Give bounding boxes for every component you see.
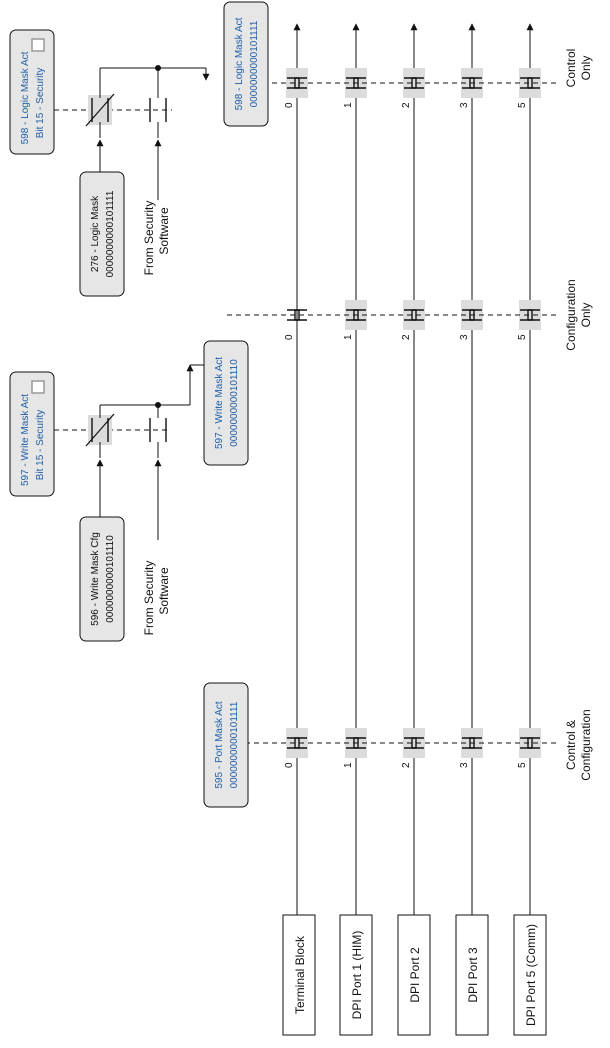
svg-text:5: 5 <box>517 102 528 108</box>
logic-security-circuit <box>54 67 210 200</box>
junction-dot <box>155 402 161 408</box>
svg-text:Control &: Control & <box>564 720 578 770</box>
svg-text:5: 5 <box>517 762 528 768</box>
svg-text:1: 1 <box>343 102 354 108</box>
port-box-terminal-block: Terminal Block <box>282 914 316 1036</box>
logic-security-bit-box: 598 - Logic Mask Act Bit 15 - Security <box>9 29 55 155</box>
svg-text:5: 5 <box>517 334 528 340</box>
section-label-control-only: Control Only <box>564 49 593 88</box>
svg-text:Only: Only <box>579 303 593 328</box>
logic-mask-box: 276 - Logic Mask 0000000000101111 <box>79 171 125 297</box>
write-mask-cfg-box: 596 - Write Mask Cfg 0000000000101110 <box>79 516 125 642</box>
svg-text:Configuration: Configuration <box>564 279 578 350</box>
svg-text:From Security: From Security <box>142 561 156 636</box>
port-label: DPI Port 2 <box>408 947 422 1003</box>
svg-text:3: 3 <box>459 334 470 340</box>
junction-dot <box>155 65 161 71</box>
svg-text:0: 0 <box>284 334 295 340</box>
svg-text:Bit 15 - Security: Bit 15 - Security <box>35 410 46 481</box>
svg-text:Only: Only <box>579 56 593 81</box>
svg-text:3: 3 <box>459 102 470 108</box>
svg-text:1: 1 <box>343 762 354 768</box>
svg-text:0000000000101111: 0000000000101111 <box>249 20 260 107</box>
from-security-software-label: From Security Software <box>142 561 171 636</box>
port-box-dpi-port-2: DPI Port 2 <box>397 914 431 1036</box>
port-label: DPI Port 3 <box>466 947 480 1003</box>
svg-text:3: 3 <box>459 762 470 768</box>
svg-text:0: 0 <box>284 762 295 768</box>
svg-text:Configuration: Configuration <box>579 709 593 780</box>
svg-text:Control: Control <box>564 49 578 88</box>
port-label: DPI Port 1 (HIM) <box>350 931 364 1020</box>
svg-text:Bit 15 - Security: Bit 15 - Security <box>35 68 46 139</box>
svg-text:276 - Logic Mask: 276 - Logic Mask <box>90 195 101 272</box>
svg-text:597 - Write Mask Act: 597 - Write Mask Act <box>20 394 31 486</box>
svg-text:0000000000101111: 0000000000101111 <box>229 701 240 788</box>
svg-text:597 - Write Mask Act: 597 - Write Mask Act <box>214 357 225 449</box>
svg-text:0000000000101111: 0000000000101111 <box>105 190 116 277</box>
from-security-software-label: From Security Software <box>142 201 171 276</box>
svg-text:596 - Write Mask Cfg: 596 - Write Mask Cfg <box>90 532 101 626</box>
port-box-dpi-port-1: DPI Port 1 (HIM) <box>339 914 373 1036</box>
svg-text:1: 1 <box>343 334 354 340</box>
port-mask-act-box: 595 - Port Mask Act 0000000000101111 <box>203 682 249 808</box>
write-security-circuit <box>54 364 204 540</box>
svg-text:0000000000101110: 0000000000101110 <box>229 359 240 447</box>
dashed-actuation-lines <box>227 82 560 744</box>
svg-text:595 - Port Mask Act: 595 - Port Mask Act <box>214 701 225 788</box>
svg-text:From Security: From Security <box>142 201 156 276</box>
section-label-config-only: Configuration Only <box>564 279 593 350</box>
write-mask-act-box: 597 - Write Mask Act 0000000000101110 <box>203 340 249 466</box>
port-lines <box>293 23 534 915</box>
svg-text:598 - Logic Mask Act: 598 - Logic Mask Act <box>234 17 245 110</box>
port-label: Terminal Block <box>293 935 307 1014</box>
port-box-dpi-port-5: DPI Port 5 (Comm) <box>513 914 547 1036</box>
checkbox-icon <box>31 380 45 394</box>
svg-text:0000000000101110: 0000000000101110 <box>105 535 116 623</box>
svg-text:0: 0 <box>284 102 295 108</box>
logic-mask-act-box: 598 - Logic Mask Act 0000000000101111 <box>223 1 269 127</box>
port-numbers: 0 1 2 3 5 0 1 2 3 5 0 1 2 3 5 <box>284 102 528 768</box>
svg-text:598 - Logic Mask Act: 598 - Logic Mask Act <box>20 51 31 144</box>
write-security-bit-box: 597 - Write Mask Act Bit 15 - Security <box>9 371 55 497</box>
svg-text:Software: Software <box>157 207 171 255</box>
section-label-control-config: Control & Configuration <box>564 709 593 780</box>
svg-text:Software: Software <box>157 567 171 615</box>
svg-text:2: 2 <box>401 762 412 768</box>
svg-text:2: 2 <box>401 334 412 340</box>
svg-text:2: 2 <box>401 102 412 108</box>
checkbox-icon <box>31 38 45 52</box>
port-label: DPI Port 5 (Comm) <box>524 924 538 1026</box>
port-box-dpi-port-3: DPI Port 3 <box>455 914 489 1036</box>
